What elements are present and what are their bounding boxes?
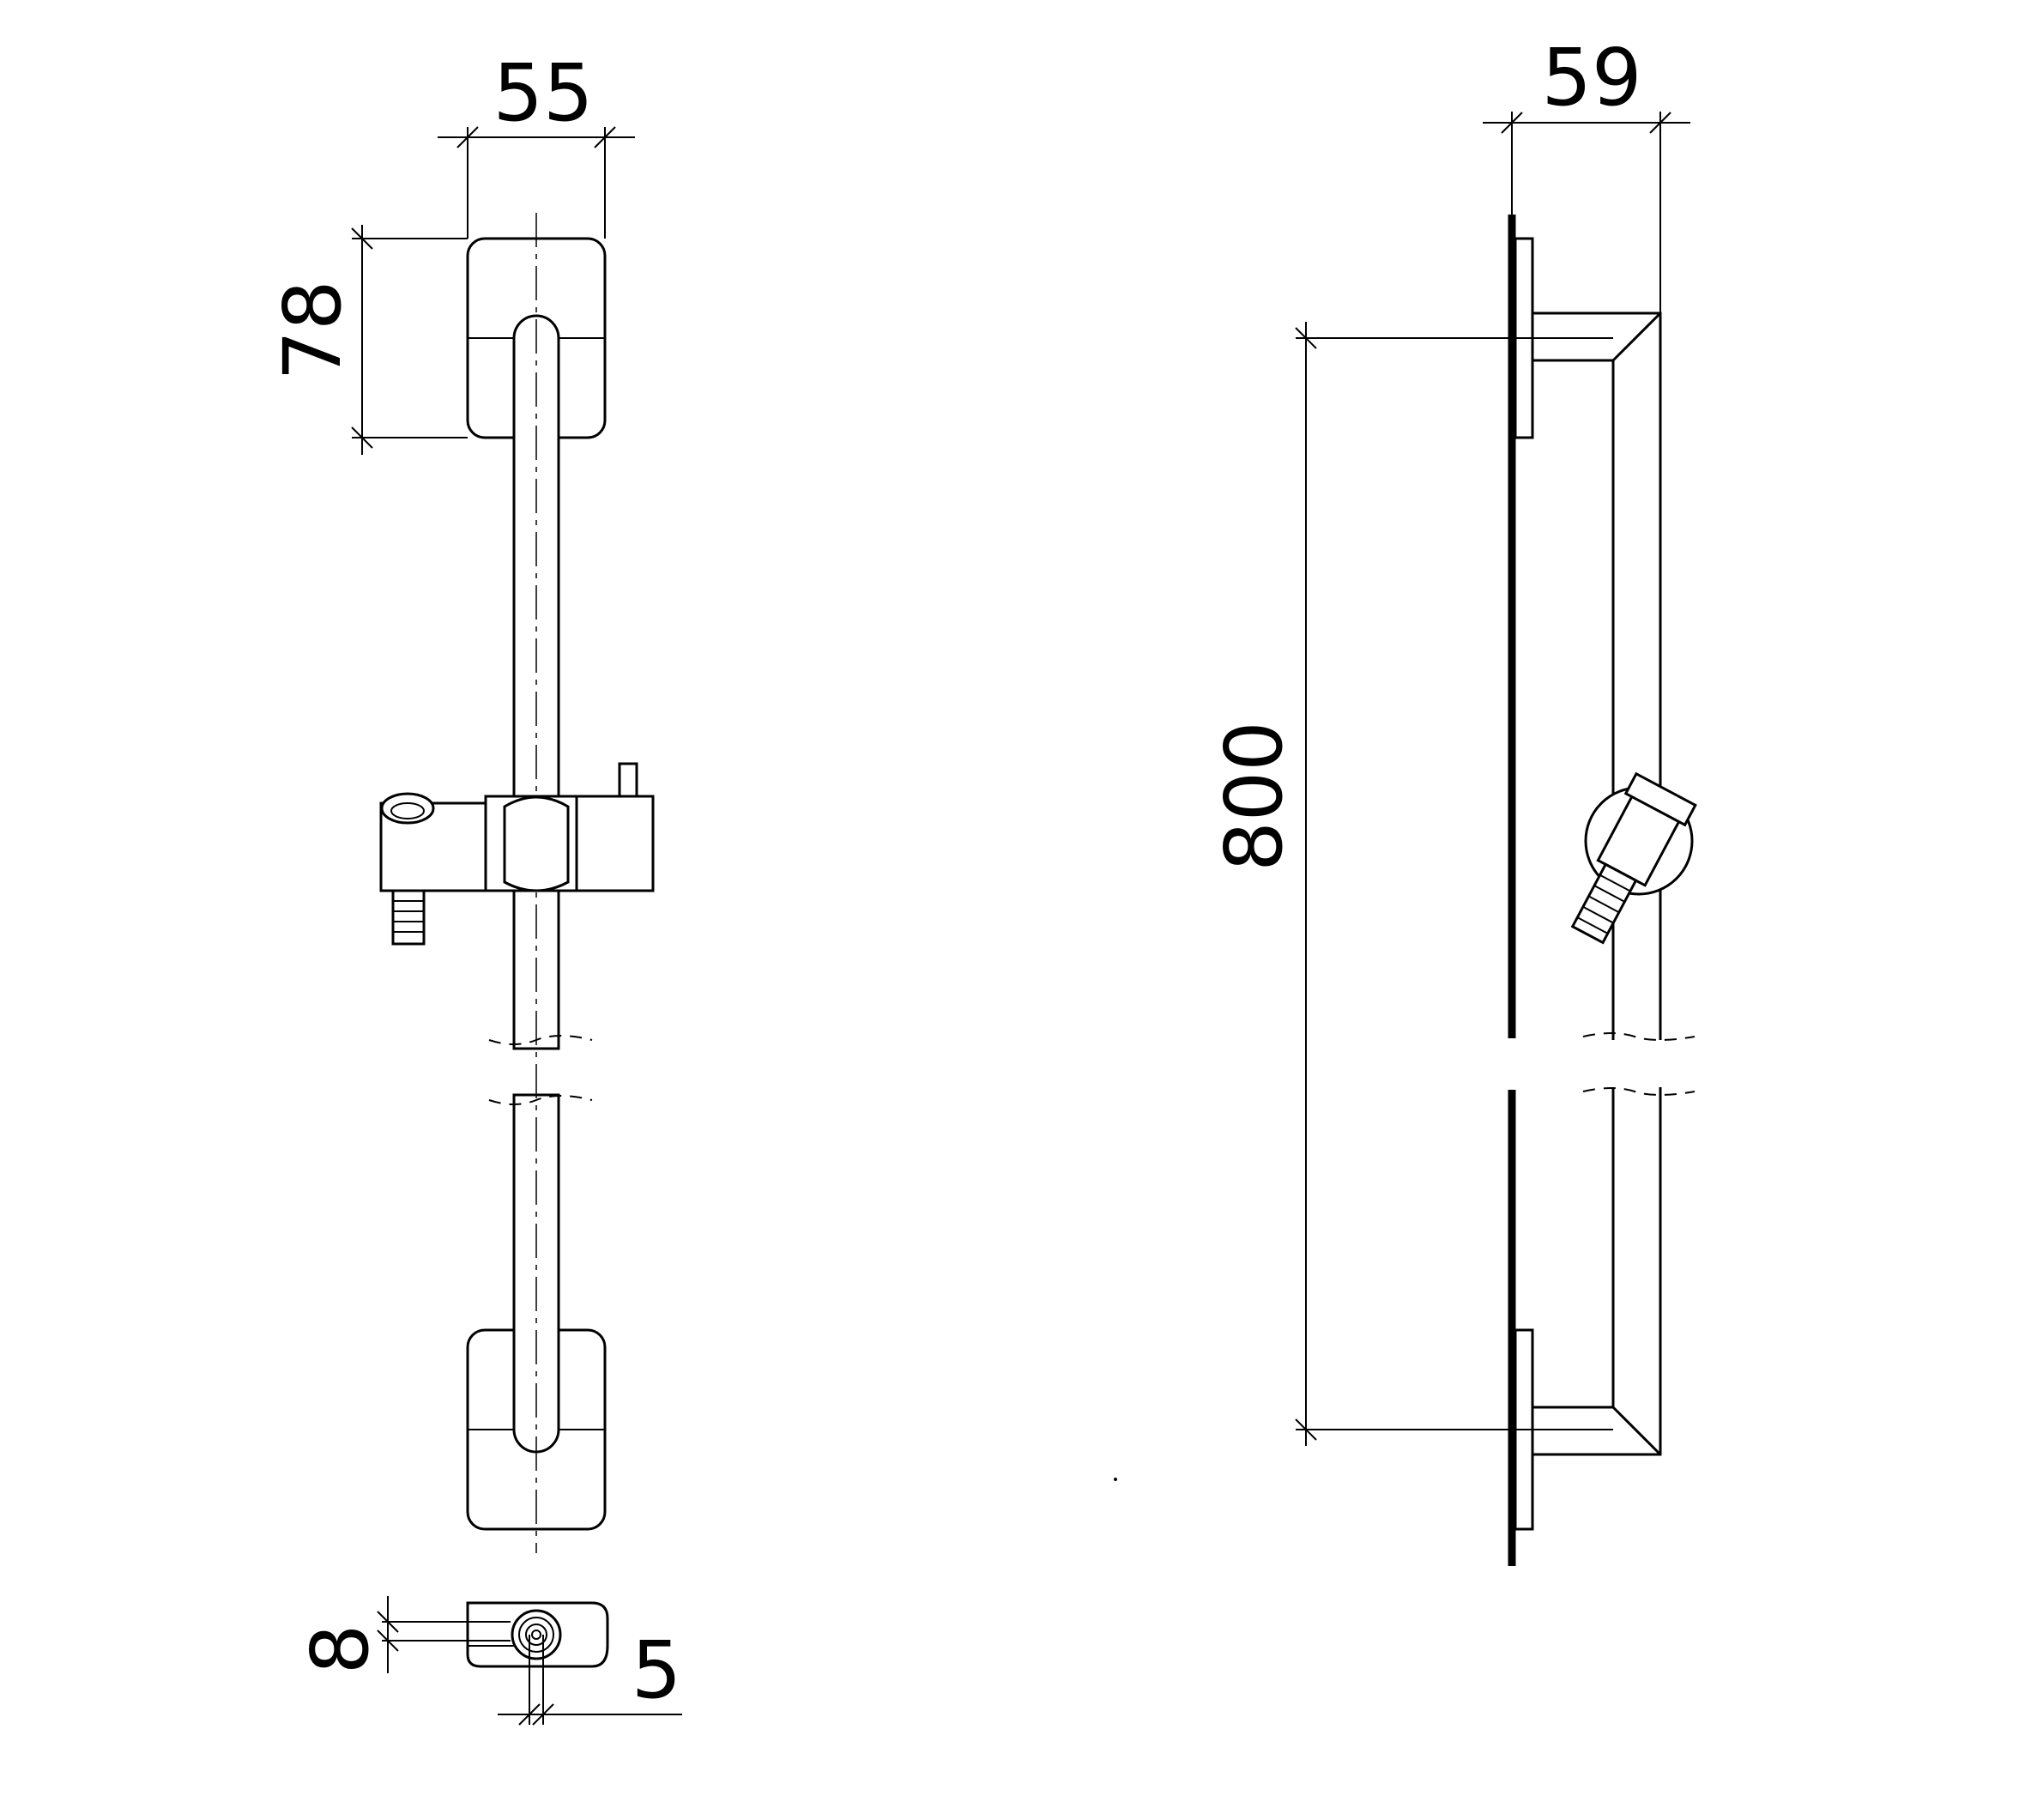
shower-holder-side	[1570, 771, 1697, 945]
dim-label-side-depth: 59	[1541, 32, 1641, 124]
rail-lower	[512, 1093, 560, 1454]
dimension-5: 5	[498, 1624, 682, 1726]
dimension-55: 55	[438, 47, 635, 239]
shower-holder-slider	[379, 762, 655, 946]
hose-thread-front	[391, 889, 426, 946]
dim-label-front-height: 78	[267, 280, 359, 380]
dimension-59: 59	[1483, 32, 1690, 313]
front-view: 55 78	[267, 47, 655, 1553]
dim-label-length: 800	[1208, 721, 1300, 872]
dim-label-bottom-a: 8	[294, 1624, 386, 1675]
dim-label-front-width: 55	[493, 47, 593, 139]
dimension-800: 800	[1208, 322, 1613, 1446]
dim-label-bottom-b: 5	[632, 1624, 682, 1716]
hose-thread-side	[1570, 862, 1638, 945]
bottom-view: 8 5	[294, 1596, 682, 1726]
dimension-8: 8	[294, 1596, 511, 1674]
dimension-78: 78	[267, 225, 468, 455]
side-view: 59 800	[1208, 32, 1697, 1566]
